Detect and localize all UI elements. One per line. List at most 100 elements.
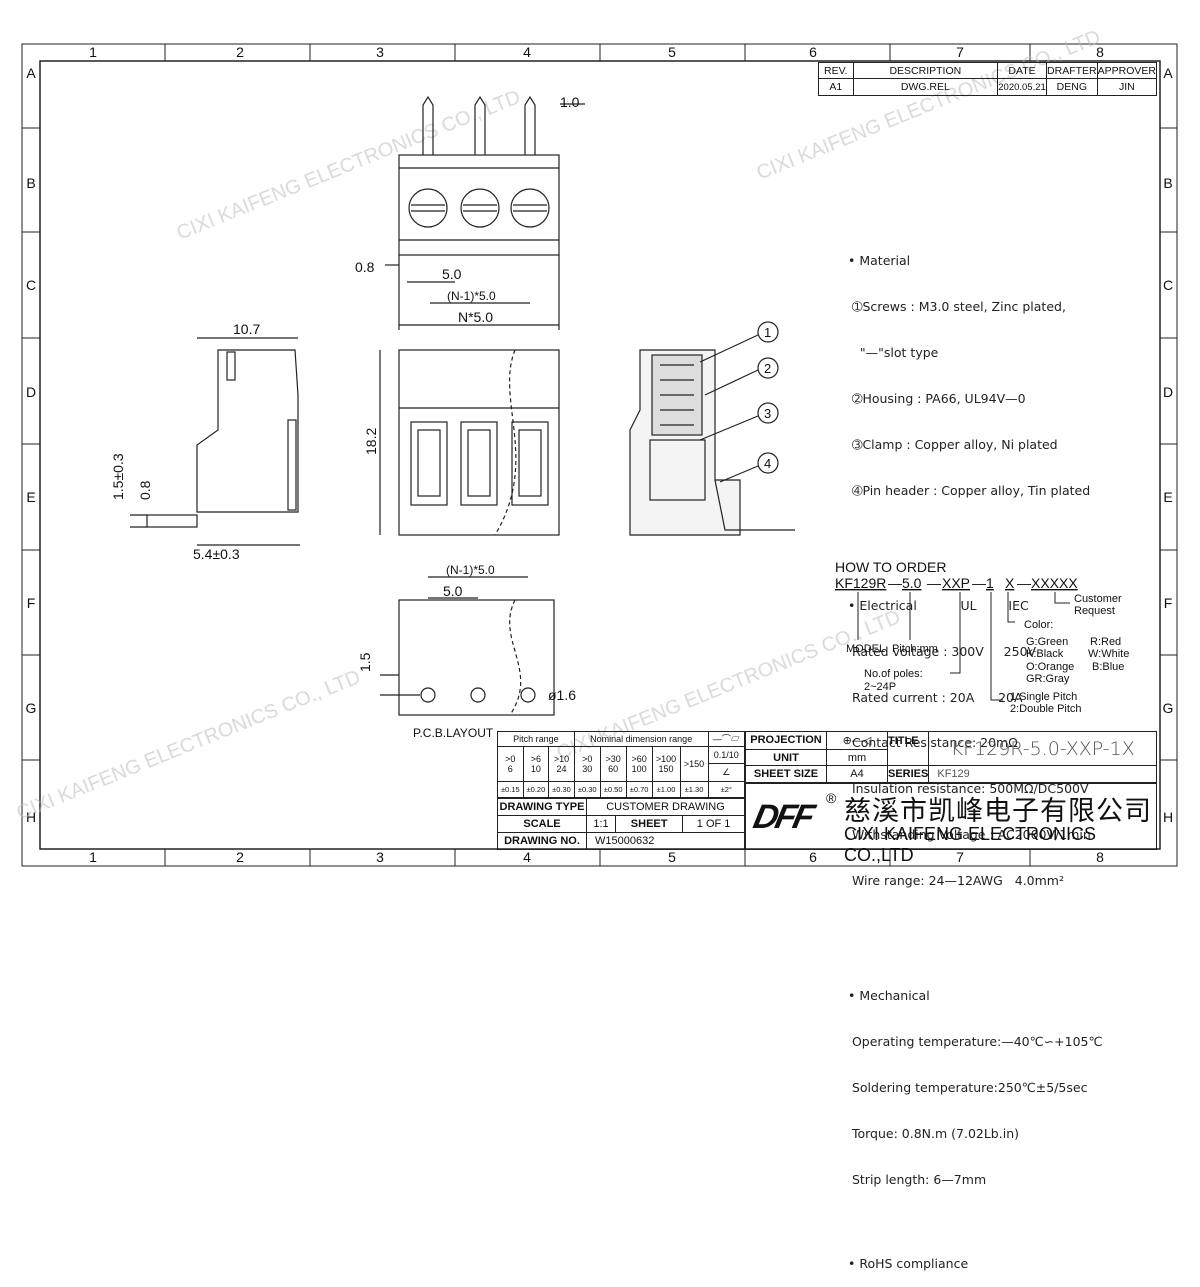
callout-4: 4 xyxy=(764,456,771,471)
title-value: KF129R-5.0-XXP-1X xyxy=(928,730,1157,767)
company-block: DFF ® 慈溪市凯峰电子有限公司 CIXI KAIFENG ELECTRONI… xyxy=(745,783,1157,865)
date-value: 2020.05.21 xyxy=(997,78,1048,96)
spec-line: ➁Housing : PA66, UL94V—0 xyxy=(848,390,1026,406)
spec-line: Insulation resistance: 500MΩ/DC500V xyxy=(848,781,1089,797)
spec-line: Strip length: 6—7mm xyxy=(848,1171,987,1187)
approver-value: JIN xyxy=(1096,78,1158,96)
col-label: 8 xyxy=(1096,44,1104,60)
color-option: G:Green xyxy=(1026,636,1068,648)
order-single-pitch: 1:Single Pitch xyxy=(1010,691,1077,703)
spec-line: Operating temperature:—40℃∽+105℃ xyxy=(848,1034,1103,1050)
col-label: 6 xyxy=(809,849,817,865)
color-option: B:Blue xyxy=(1092,661,1124,673)
col-label: 3 xyxy=(376,44,384,60)
col-label: 7 xyxy=(956,849,964,865)
spec-line: ➃Pin header : Copper alloy, Tin plated xyxy=(848,482,1091,498)
row-label: B xyxy=(26,175,35,191)
order-poles-range: 2~24P xyxy=(864,681,896,693)
unit-label: UNIT xyxy=(745,748,827,767)
technical-drawings: 1.0 0.8 5.0 (N-1)*5.0 N*5.0 10.7 18.2 1.… xyxy=(110,94,795,740)
spec-line: Wire range: 24—12AWG 4.0mm² xyxy=(848,873,1064,889)
row-label: F xyxy=(27,595,36,611)
order-dash: — xyxy=(888,575,902,591)
sheet-size-value: A4 xyxy=(826,765,888,783)
spec-line: Rated current : 20A 20A xyxy=(848,689,1023,705)
color-option: O:Orange xyxy=(1026,661,1074,673)
order-dash: — xyxy=(1017,575,1031,591)
order-color-label: Color: xyxy=(1024,619,1053,631)
col-label: 6 xyxy=(809,44,817,60)
callout-3: 3 xyxy=(764,406,771,421)
spec-line: ➀Screws : M3.0 steel, Zinc plated, xyxy=(848,299,1066,315)
callout-2: 2 xyxy=(764,361,771,376)
projection-label: PROJECTION xyxy=(745,731,827,750)
symbols-header: —⌒▱ xyxy=(707,731,746,747)
order-model: MODEL xyxy=(846,643,885,655)
spec-line: • Mechanical xyxy=(848,988,930,1004)
col-label: 7 xyxy=(956,44,964,60)
col-label: 5 xyxy=(668,849,676,865)
dim-pcb-pitch: 5.0 xyxy=(443,583,463,599)
col-label: 1 xyxy=(89,849,97,865)
dim-pin-thickness: 0.8 xyxy=(137,480,153,500)
description-value: DWG.REL xyxy=(852,78,999,96)
dim-pcb-offset: 1.5 xyxy=(357,652,373,672)
row-label: B xyxy=(1163,175,1172,191)
dim-pin-offset: 5.4±0.3 xyxy=(193,546,240,562)
drawing-no-label: DRAWING NO. xyxy=(497,832,587,850)
nominal-range-header: Nominal dimension range xyxy=(573,731,709,747)
order-double-pitch: 2:Double Pitch xyxy=(1010,703,1082,715)
scale-label: SCALE xyxy=(497,815,587,833)
color-option: GR:Gray xyxy=(1026,673,1070,685)
material-specs: • Material ➀Screws : M3.0 steel, Zinc pl… xyxy=(848,223,1103,529)
order-customer: Customer xyxy=(1074,593,1122,605)
row-label: E xyxy=(1163,489,1172,505)
sheet-value: 1 OF 1 xyxy=(682,815,745,833)
tolerance-cell: ±1.30 xyxy=(679,781,709,798)
order-part-poles: XXP xyxy=(942,575,970,591)
order-part-customer: XXXXX xyxy=(1031,575,1078,591)
approver-header: APPROVER xyxy=(1096,62,1158,79)
row-label: D xyxy=(1163,384,1173,400)
rohs-line: • RoHS compliance xyxy=(848,1256,969,1272)
drawing-type-label: DRAWING TYPE xyxy=(497,798,587,816)
spec-line: • Material xyxy=(848,253,911,269)
revision-table: REV. DESCRIPTION DATE DRAFTER APPROVER A… xyxy=(818,62,1158,96)
projection-table: PROJECTION ⊕—◁ TITLE KF129R-5.0-XXP-1X U… xyxy=(745,730,1157,783)
spec-line: "—"slot type xyxy=(848,344,939,360)
pcb-layout-label: P.C.B.LAYOUT xyxy=(413,726,494,740)
row-label: H xyxy=(1163,809,1173,825)
angle-symbol: ∠ xyxy=(707,763,746,783)
col-label: 2 xyxy=(236,849,244,865)
dim-pitch: 5.0 xyxy=(442,266,462,282)
range-cell: >150 xyxy=(679,745,709,783)
row-label: A xyxy=(1163,65,1173,81)
tolerance-cell: ±0.30 xyxy=(548,781,575,798)
order-pitch: Pitch:mm xyxy=(892,643,938,655)
spec-line: Soldering temperature:250℃±5/5sec xyxy=(848,1079,1088,1095)
row-label: C xyxy=(1163,277,1173,293)
dim-pin-length: 1.5±0.3 xyxy=(110,453,126,500)
scale-value: 1:1 xyxy=(585,815,617,833)
sheet-label: SHEET xyxy=(615,815,684,833)
order-part-pitch: 5.0 xyxy=(902,575,922,591)
col-label: 3 xyxy=(376,849,384,865)
tolerance-cell: ±2° xyxy=(707,781,746,798)
side-view xyxy=(130,337,300,546)
col-label: 1 xyxy=(89,44,97,60)
col-label: 8 xyxy=(1096,849,1104,865)
projection-symbol-icon: ⊕—◁ xyxy=(826,731,888,750)
tolerance-table: Pitch range Nominal dimension range —⌒▱ … xyxy=(497,731,746,798)
front-view xyxy=(379,349,560,536)
angle-tolerance-label: 0.1/10 xyxy=(707,745,746,765)
drawing-no-value: W15000632 xyxy=(586,832,745,850)
dim-hole-diameter: ø1.6 xyxy=(548,687,576,703)
series-label: SERIES xyxy=(886,765,930,783)
col-label: 4 xyxy=(523,849,531,865)
col-label: 5 xyxy=(668,44,676,60)
spec-line: Torque: 0.8N.m (7.02Lb.in) xyxy=(848,1125,1019,1141)
